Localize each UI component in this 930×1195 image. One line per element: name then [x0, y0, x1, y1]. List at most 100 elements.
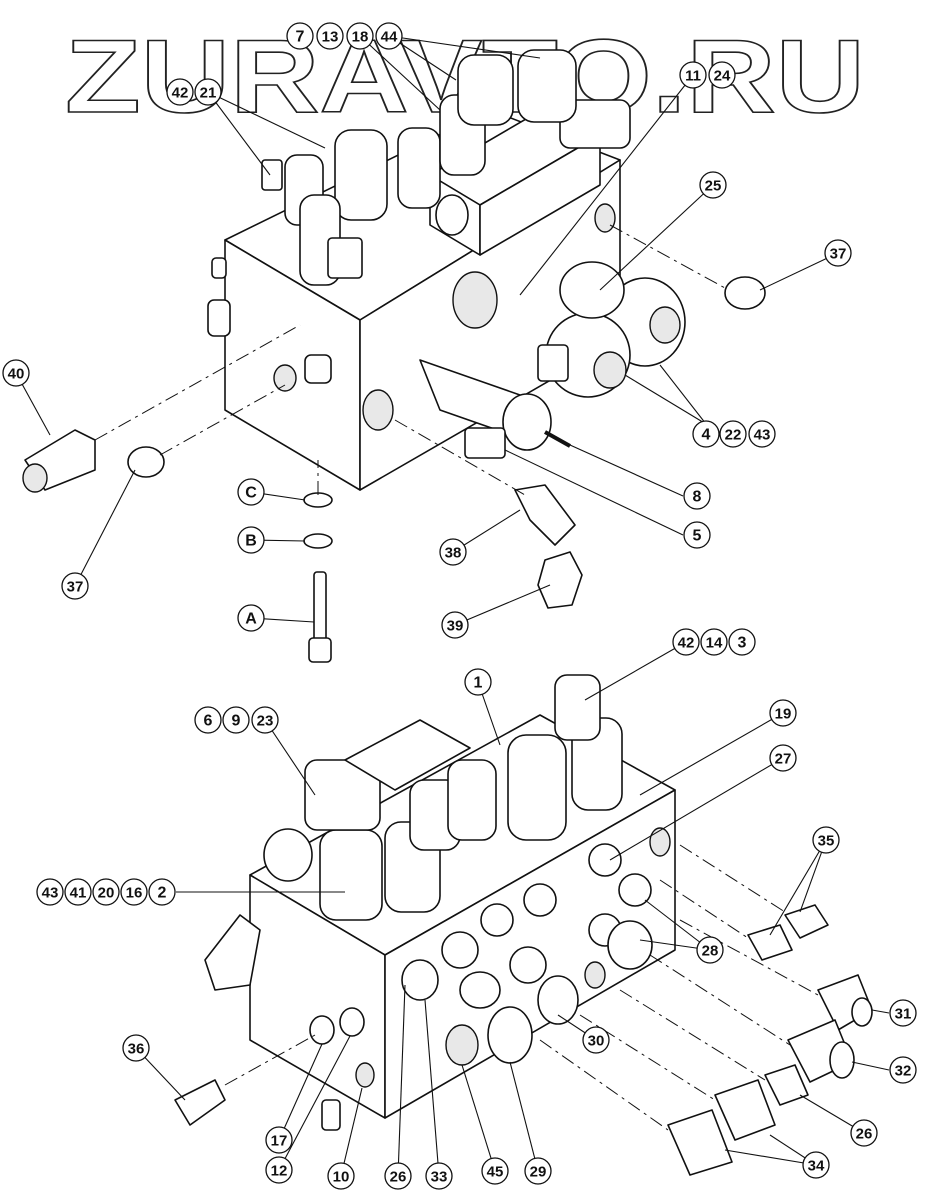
callout-circle [375, 22, 403, 50]
callout-circle [692, 420, 720, 448]
callout-circle [384, 1162, 412, 1190]
callout-c34: 34 [802, 1151, 830, 1179]
callout-c30: 30 [582, 1026, 610, 1054]
callout-circle [316, 22, 344, 50]
callout-text: 8 [693, 489, 702, 506]
callout-circle [889, 1056, 917, 1084]
callout-text: 26 [390, 1169, 407, 1186]
port-side-mid [584, 961, 606, 989]
oring-29 [487, 1006, 533, 1064]
callout-c22: 22 [719, 420, 747, 448]
callout-circle [582, 1026, 610, 1054]
coil-top-6 [517, 49, 577, 123]
callout-text: 11 [685, 68, 701, 85]
washer-17 [309, 1015, 335, 1045]
washer-12 [339, 1007, 365, 1037]
callout-circle [708, 61, 736, 89]
callout-c38: 38 [439, 538, 467, 566]
callout-circle [265, 1156, 293, 1184]
washer-C [303, 492, 333, 508]
coil-top-5 [457, 54, 514, 126]
callout-c29: 29 [524, 1157, 552, 1185]
callout-text: 4 [702, 427, 711, 444]
port-side-top [649, 827, 671, 857]
callout-text: 22 [725, 427, 742, 444]
connector-top-7 [327, 237, 363, 279]
callout-c13: 13 [316, 22, 344, 50]
callout-circle [700, 628, 728, 656]
callout-circle [148, 878, 176, 906]
callout-circle [524, 1157, 552, 1185]
callout-text: 17 [271, 1133, 288, 1150]
callout-circle [237, 604, 265, 632]
side-solenoid-2-face [593, 351, 627, 389]
guide-32 [649, 954, 791, 1046]
callout-c26a: 26 [850, 1119, 878, 1147]
callout-c3: 3 [728, 628, 756, 656]
leader-42a [207, 91, 271, 176]
callout-text: 24 [714, 68, 731, 85]
callout-c43b: 43 [36, 878, 64, 906]
guide-37-upper [609, 224, 726, 289]
callout-cA: A [237, 604, 265, 632]
leader-12 [278, 1035, 351, 1171]
callout-text: 32 [895, 1063, 912, 1080]
callout-c16: 16 [120, 878, 148, 906]
callout-circle [679, 61, 707, 89]
callout-circle [36, 878, 64, 906]
callout-c14: 14 [700, 628, 728, 656]
guide-35b [659, 879, 749, 939]
leader-10 [340, 1087, 363, 1177]
fitting-26 [764, 1064, 809, 1106]
upper-left-nub [211, 257, 227, 279]
coil-top-2 [334, 129, 388, 221]
prop-valve-connector [464, 427, 506, 459]
callout-text: 19 [775, 706, 792, 723]
lower-left-connector [204, 914, 261, 991]
upper-port-front [273, 364, 297, 392]
fitting-34b [667, 1109, 733, 1176]
guide-37 [159, 384, 286, 456]
callout-text: 18 [352, 29, 369, 46]
fitting-side-5 [480, 903, 514, 937]
callout-text: 26 [856, 1126, 873, 1143]
callout-cC: C [237, 478, 265, 506]
callout-circle [237, 478, 265, 506]
upper-port-large [452, 271, 498, 329]
callout-c39: 39 [441, 611, 469, 639]
callout-c25: 25 [699, 171, 727, 199]
lower-coil-7 [554, 674, 601, 741]
callout-circle [696, 936, 724, 964]
guide-26 [619, 989, 766, 1081]
callout-circle [683, 521, 711, 549]
fitting-32-face [829, 1041, 855, 1079]
leader-37a [759, 252, 839, 291]
upper-guide-lines [94, 224, 726, 496]
callout-circle [265, 1126, 293, 1154]
leader-17 [278, 1043, 323, 1141]
sensor-36 [174, 1079, 226, 1126]
callout-text: 28 [702, 943, 719, 960]
callout-text: 37 [67, 579, 84, 596]
callout-text: 9 [232, 713, 241, 730]
callout-text: 14 [706, 635, 723, 652]
callout-c1: 1 [464, 668, 492, 696]
callout-circle [2, 359, 30, 387]
callout-circle [346, 22, 374, 50]
callout-c21: 21 [194, 78, 222, 106]
leader-37b [74, 469, 136, 587]
guide-35a [679, 844, 786, 913]
callout-text: 39 [447, 618, 464, 635]
lower-coil-5 [507, 734, 567, 841]
leader-23 [264, 719, 316, 796]
upper-loose-parts [22, 276, 766, 663]
callout-c17: 17 [265, 1126, 293, 1154]
dir-valve-side [479, 134, 601, 256]
callout-c28: 28 [696, 936, 724, 964]
dir-valve-knob [435, 194, 469, 236]
leader-26b [397, 984, 406, 1177]
leader-32 [851, 1061, 890, 1071]
callout-text: 43 [754, 427, 771, 444]
